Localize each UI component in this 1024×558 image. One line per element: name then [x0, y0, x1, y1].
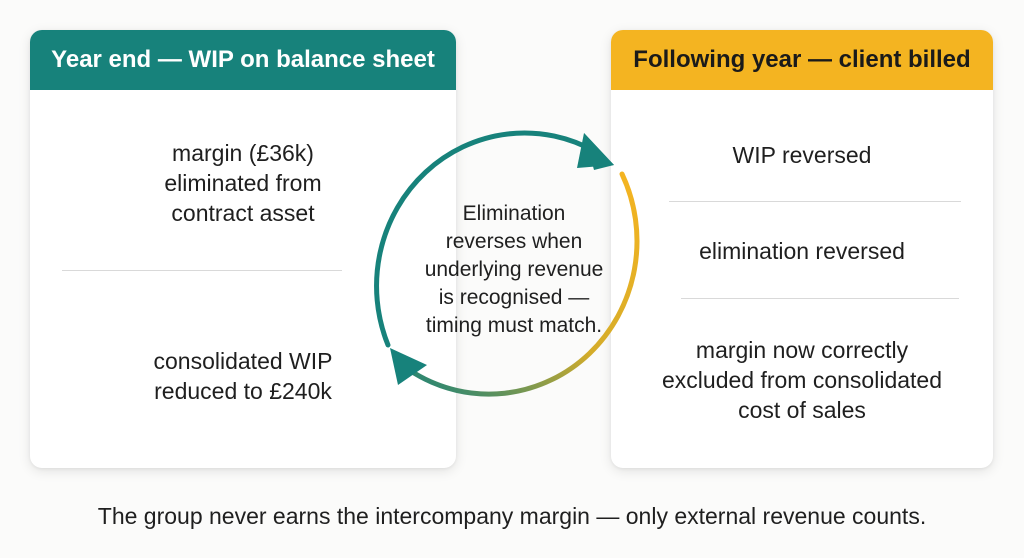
arrowhead-bottom-left — [390, 348, 427, 385]
year-end-to-following-arrow — [374, 130, 599, 348]
margin-excluded-text: margin now correctly excluded from conso… — [662, 337, 942, 423]
wip-reversed-text: WIP reversed — [732, 142, 872, 168]
right-divider-1 — [669, 201, 961, 202]
year-end-card: Year end — WIP on balance sheet margin (… — [30, 30, 456, 468]
center-explanation: Elimination reverses when underlying rev… — [424, 202, 604, 337]
footer-note: The group never earns the intercompany m… — [97, 503, 927, 529]
elimination-reversed-text: elimination reversed — [699, 238, 905, 264]
consolidated-wip-text: consolidated WIP reduced to £240k — [153, 348, 333, 404]
margin-eliminated-text: margin (£36k) eliminated from contract a… — [164, 140, 322, 226]
right-divider-2 — [681, 298, 959, 299]
arrowhead-top-right-fill — [577, 133, 614, 168]
year-end-card-title: Year end — WIP on balance sheet — [30, 30, 456, 90]
following-to-year-end-arrow — [411, 171, 640, 397]
following-year-card-title: Following year — client billed — [611, 30, 993, 90]
following-year-card: Following year — client billed WIP rever… — [611, 30, 993, 468]
left-divider — [62, 270, 342, 271]
